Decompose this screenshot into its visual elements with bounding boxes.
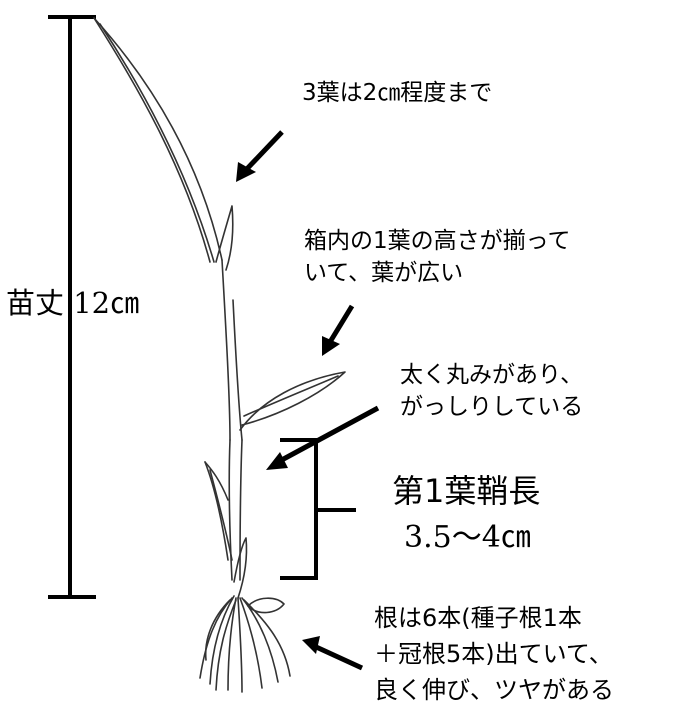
stem-annotation-line1: 太く丸みがあり、: [400, 362, 584, 388]
stem-annotation-line2: がっしりしている: [400, 394, 584, 420]
leaf1-arrow: [322, 304, 355, 356]
root-annotation-line1: 根は6本(種子根1本: [374, 604, 582, 632]
stem-arrow: [266, 405, 380, 470]
height-scale-bar: [48, 15, 96, 599]
sheath-bracket: [280, 438, 356, 580]
root-annotation-line2: ＋冠根5本)出ていて、: [374, 640, 613, 668]
root-annotation-line3: 良く伸び、ツヤがある: [374, 676, 614, 704]
leaf3-arrow: [236, 130, 284, 182]
leaf1-annotation-line2: いて、葉が広い: [304, 260, 464, 286]
leaf1-annotation-line1: 箱内の1葉の高さが揃って: [304, 228, 571, 254]
leaf3-annotation: 3葉は2㎝程度まで: [302, 80, 493, 106]
rice-seedling-drawing: [93, 17, 346, 693]
sheath-value: 3.5～4㎝: [404, 520, 531, 555]
root-arrow: [302, 636, 364, 671]
sheath-title: 第1葉鞘長: [392, 472, 541, 510]
annotation-arrows: [236, 130, 380, 671]
height-label: 苗丈 12㎝: [6, 286, 140, 320]
